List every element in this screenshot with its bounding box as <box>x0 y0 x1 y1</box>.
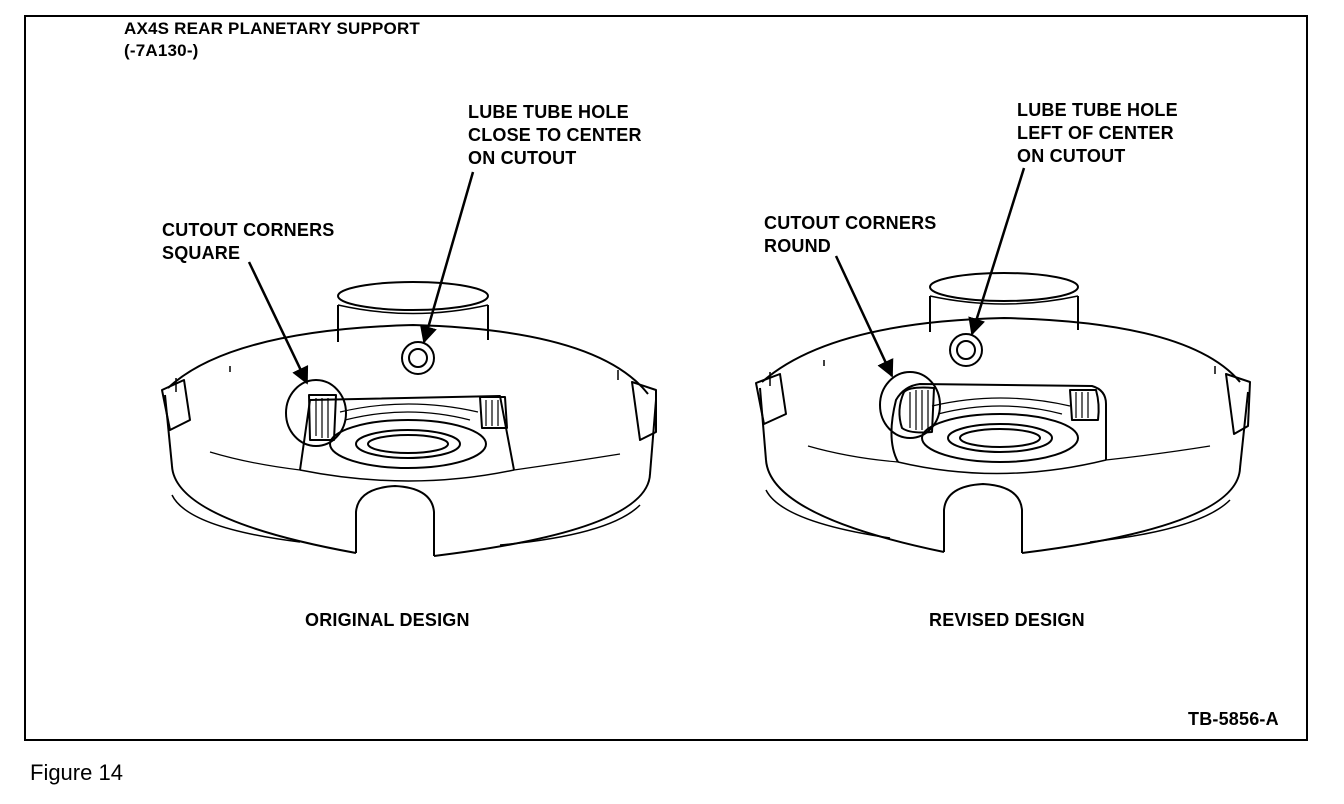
figure-caption: Figure 14 <box>30 760 123 785</box>
left-lube-hole <box>401 341 435 375</box>
left-hole-callout-line1: LUBE TUBE HOLE <box>468 102 629 122</box>
right-hole-callout-line1: LUBE TUBE HOLE <box>1017 100 1178 120</box>
left-corner-arrow <box>247 261 309 385</box>
left-corners-callout-line1: CUTOUT CORNERS <box>162 220 335 240</box>
right-hole-arrow <box>968 167 1026 336</box>
left-corner-highlight <box>285 379 347 447</box>
original-support-drawing <box>161 281 657 557</box>
right-design-label: REVISED DESIGN <box>929 610 1085 630</box>
left-design-label: ORIGINAL DESIGN <box>305 610 470 630</box>
left-hole-arrow <box>419 171 475 344</box>
figure-frame <box>24 15 1308 741</box>
right-corner-highlight <box>879 371 941 439</box>
left-hole-callout-line2: CLOSE TO CENTER <box>468 125 642 145</box>
revised-support-drawing <box>755 272 1251 554</box>
left-corners-callout-line2: SQUARE <box>162 243 241 263</box>
left-hole-callout-line3: ON CUTOUT <box>468 148 577 168</box>
right-corners-callout-line2: ROUND <box>764 236 831 256</box>
right-lube-hole <box>949 333 983 367</box>
right-corners-callout-line1: CUTOUT CORNERS <box>764 213 937 233</box>
diagram-title: AX4S REAR PLANETARY SUPPORT <box>124 19 421 38</box>
figure-code: TB-5856-A <box>1188 709 1279 729</box>
part-number: (-7A130-) <box>124 41 199 60</box>
right-hole-callout-line3: ON CUTOUT <box>1017 146 1126 166</box>
right-hole-callout-line2: LEFT OF CENTER <box>1017 123 1174 143</box>
right-corner-arrow <box>834 255 894 378</box>
